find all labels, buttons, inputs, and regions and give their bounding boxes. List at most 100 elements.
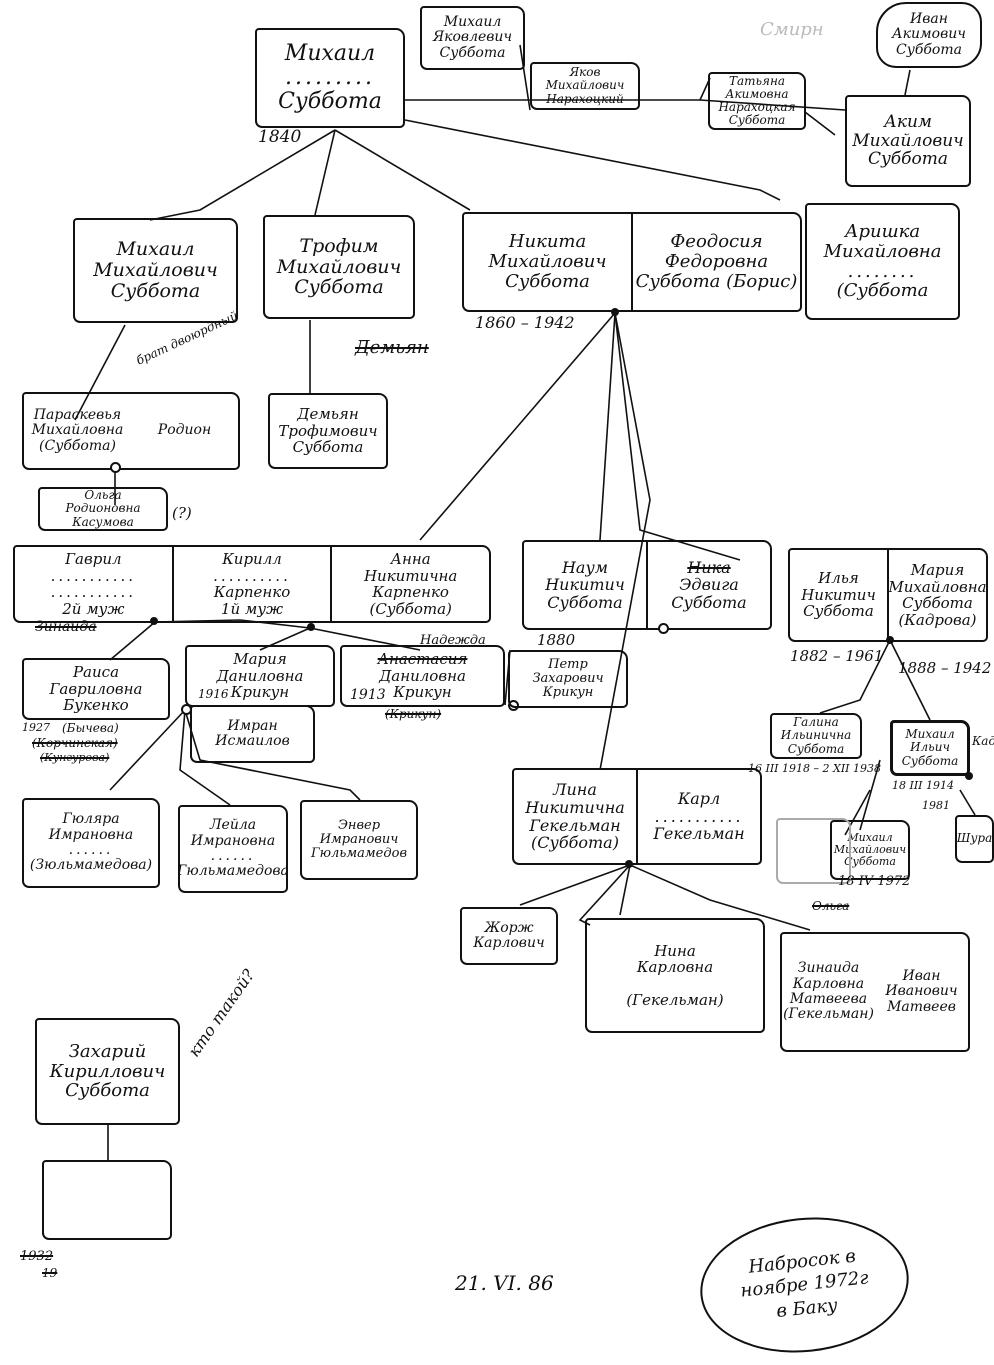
person-name-line: Михаил xyxy=(443,13,502,30)
person-name-line: Карловна xyxy=(636,958,714,976)
person-name-line: Демьян xyxy=(297,405,359,424)
person-name-line: Гюльмамедов xyxy=(310,846,408,862)
maiden-name-note: (Бычева) xyxy=(62,721,119,735)
person-name-line: Зинаида xyxy=(797,960,860,977)
person-box-lina: Лина Никитична Гекельман (Суббота) xyxy=(514,770,636,863)
couple-box-zinaida-ivan: Зинаида Карловна Матвеева (Гекельман) Ив… xyxy=(780,932,970,1052)
person-name-line: ......... xyxy=(285,64,375,90)
person-name-line: Михаил xyxy=(284,40,376,66)
person-name-line: (Кадрова) xyxy=(898,610,977,629)
person-name-line: Лина xyxy=(553,780,597,800)
person-name-line: Анастасия xyxy=(377,650,468,669)
person-name-line: (Гекельман) xyxy=(626,991,724,1009)
person-name-line: Трофимович xyxy=(278,421,378,440)
person-name-line: 1й муж xyxy=(220,599,284,618)
right-edge-fragment: Кад xyxy=(972,734,994,748)
person-box-arishka: Аришка Михайловна ........ (Суббота xyxy=(805,203,960,320)
person-name-line: Мария xyxy=(910,561,965,579)
person-name-line: Суббота xyxy=(671,592,747,612)
person-box-olga: Ольга Родионовна Касумова xyxy=(38,487,168,531)
person-name-line: (Гюльмамедова) xyxy=(178,863,286,880)
person-box-mikhail-jr: Михаил Михайлович Суббота xyxy=(830,820,910,880)
person-name-line: Михайловна xyxy=(31,422,124,439)
person-name-line: Даниловна xyxy=(379,666,466,685)
person-box-kirill: Кирилл .......... Карпенко 1й муж xyxy=(171,547,331,621)
person-name-line: Параскевья xyxy=(33,406,122,423)
person-name-line: 2й муж xyxy=(62,599,125,618)
person-name-line: Суббота xyxy=(65,1080,150,1102)
person-name-line: Имрановна xyxy=(190,832,276,849)
person-name-line: Михайлович xyxy=(852,130,964,151)
person-box-enver: Энвер Имранович Гюльмамедов xyxy=(300,800,418,880)
person-name-line: Имрановна xyxy=(48,826,134,843)
person-box-yakov-mikhailovich: Яков Михайлович Нарахоцкий xyxy=(530,62,640,110)
person-name-line: ........... xyxy=(50,566,137,585)
person-box-mikhail-ilyich: Михаил Ильич Суббота xyxy=(890,720,970,776)
person-name-line: Суббота xyxy=(728,113,786,128)
olga-label: Ольга xyxy=(812,899,850,913)
person-box-tatyana-akimovna: Татьяна Акимовна Нарахоцкая Суббота xyxy=(708,72,806,130)
person-box-petr: Петр Захарович Крикун xyxy=(508,650,628,708)
person-name-line: (Суббота) xyxy=(531,833,619,853)
person-name-line: Захарий xyxy=(68,1040,147,1062)
person-name-line: Никитична xyxy=(363,566,458,585)
person-name-line: Аришка xyxy=(844,220,921,242)
person-name-line: Гекельман xyxy=(529,815,621,835)
person-name-line: Никита xyxy=(508,231,587,253)
person-box-zhorzh: Жорж Карлович xyxy=(460,907,558,965)
person-box-edviga: Ника Эдвига Суббота xyxy=(646,542,770,628)
person-name-line: Кирилл xyxy=(222,550,282,568)
person-box-imran: Имран Исмаилов xyxy=(190,705,315,763)
person-box-anna-nikitichna: Анна Никитична Карпенко (Суббота) xyxy=(330,547,489,621)
person-box-ivan-ivanovich: Иван Иванович Матвеев xyxy=(875,934,968,1050)
marriage-node xyxy=(886,636,894,644)
person-box-ivan-akimovich: Иван Акимович Суббота xyxy=(876,2,982,68)
person-name-line: Суббота xyxy=(547,592,623,612)
year-naum: 1880 xyxy=(537,631,576,649)
footer-left-year2: 19 xyxy=(42,1266,58,1280)
person-box-raisa: Раиса Гавриловна Букенко xyxy=(22,658,170,720)
person-name-line: Никитич xyxy=(801,585,876,604)
couple-box-ilya-mariya: Илья Никитич Суббота Мария Михайловна Су… xyxy=(788,548,988,642)
person-name-line: (Зюльмамедова) xyxy=(29,857,153,874)
person-name-line: Суббота xyxy=(902,594,973,612)
person-name-line: Галина xyxy=(793,715,839,730)
person-name-line: Гекельман xyxy=(653,824,745,844)
marriage-node xyxy=(965,772,973,780)
person-name-line: Татьяна xyxy=(728,73,786,88)
person-name-line: Никитич xyxy=(545,575,625,595)
person-name-line: Матвеев xyxy=(887,998,956,1015)
person-name-line: ........... xyxy=(654,806,744,826)
person-name-line: Иван xyxy=(910,10,948,27)
marriage-node xyxy=(625,860,633,868)
person-name-line: Мария xyxy=(233,650,287,669)
person-box-empty-child xyxy=(42,1160,172,1240)
person-name-line: Раиса xyxy=(72,663,120,682)
person-name-line: Карлович xyxy=(473,935,545,951)
person-name-line: Карпенко xyxy=(213,583,291,601)
struck-name-top: Зинаида xyxy=(35,619,97,635)
person-name-line: Даниловна xyxy=(216,666,304,685)
person-name-line: Михаил xyxy=(847,830,893,844)
person-box-nadezhda: Анастасия Даниловна Крикун xyxy=(340,645,505,707)
person-box-nikita: Никита Михайлович Суббота xyxy=(464,214,631,310)
couple-box-lina-karl: Лина Никитична Гекельман (Суббота) Карл … xyxy=(512,768,762,865)
person-name-line: Ильич xyxy=(910,740,950,755)
person-box-naum: Наум Никитич Суббота xyxy=(524,542,646,628)
person-name-line: Суббота xyxy=(439,44,506,61)
person-box-trofim: Трофим Михайлович Суббота xyxy=(263,215,415,319)
person-name-line: Гаврил xyxy=(65,550,122,568)
person-name-line: Имран xyxy=(227,717,278,734)
person-box-ilya: Илья Никитич Суббота xyxy=(790,550,887,640)
person-box-empty-outline xyxy=(776,818,851,884)
couple-box-naum-edviga: Наум Никитич Суббота Ника Эдвига Суббота xyxy=(522,540,772,630)
person-name-line: Михаил xyxy=(905,727,955,742)
person-name-line: Захарович xyxy=(532,670,604,686)
person-box-mariya-danilovna: Мария Даниловна Крикун xyxy=(185,645,335,707)
person-name-line: Акимович xyxy=(892,26,966,43)
person-name-line: Нарахоцкий xyxy=(546,91,624,106)
person-name-line: Суббота xyxy=(110,279,201,302)
person-name-line: Родионовна xyxy=(65,501,141,516)
person-name-line: Михаил xyxy=(116,238,195,261)
person-box-karl: Карл ........... Гекельман xyxy=(636,770,760,863)
